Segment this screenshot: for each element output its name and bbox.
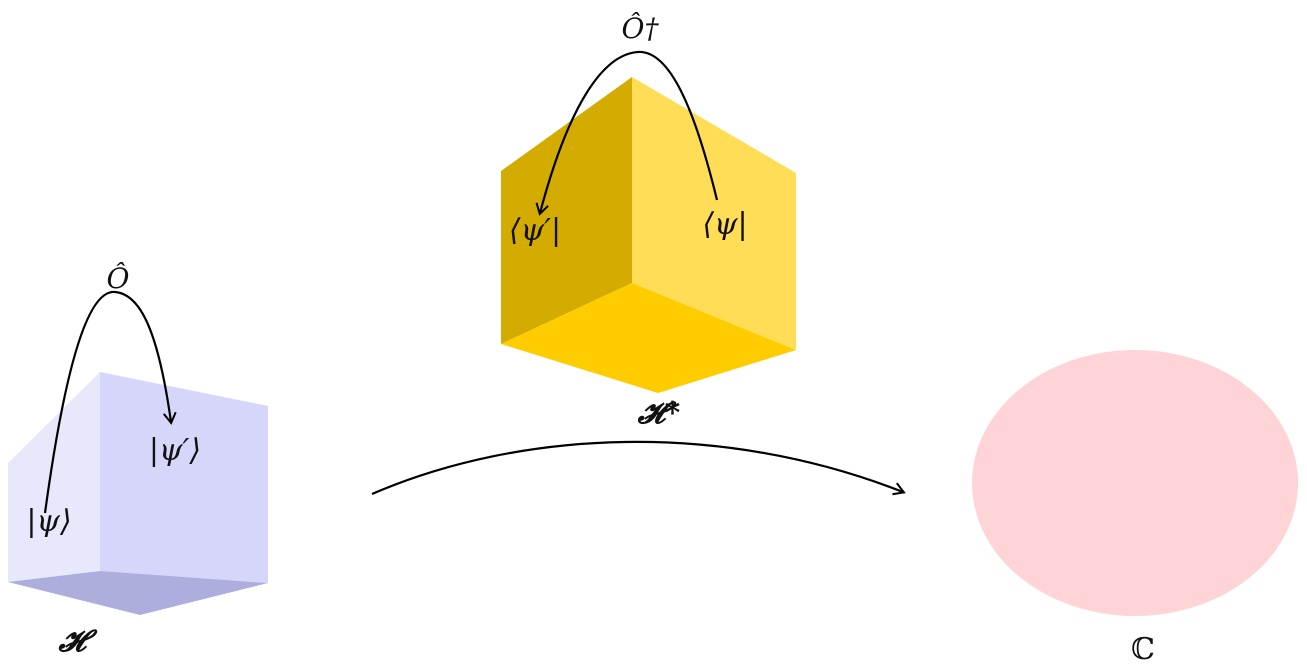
operator-label: Ô [107, 261, 130, 295]
hilbert-cube-left-face [8, 372, 100, 582]
dual-cube-bottom-face [501, 283, 796, 393]
inner-product-arrow [371, 440, 906, 496]
operator-dagger-label: Ô† [622, 11, 660, 45]
hilbert-space-cube [8, 372, 268, 615]
bra-psi-prime-label: ⟨ψ′| [509, 213, 561, 248]
complex-plane-ellipse [972, 350, 1298, 616]
operator-arc [43, 290, 177, 514]
ket-psi-prime-label: |ψ′⟩ [149, 433, 201, 468]
hilbert-cube-bottom-face [8, 571, 268, 615]
dual-cube-right-face [632, 77, 796, 350]
dual-space-label: 𝓗* [637, 396, 681, 431]
complex-numbers-label: ℂ [1131, 632, 1155, 665]
hilbert-cube-right-face [100, 372, 268, 583]
dual-cube-left-face [501, 77, 632, 344]
bra-psi-label: ⟨ψ| [702, 207, 747, 242]
dual-space-cube [501, 77, 796, 393]
ket-psi-label: |ψ⟩ [26, 504, 71, 539]
hilbert-space-label: 𝓗 [57, 624, 97, 659]
operator-dagger-arc [535, 50, 719, 216]
